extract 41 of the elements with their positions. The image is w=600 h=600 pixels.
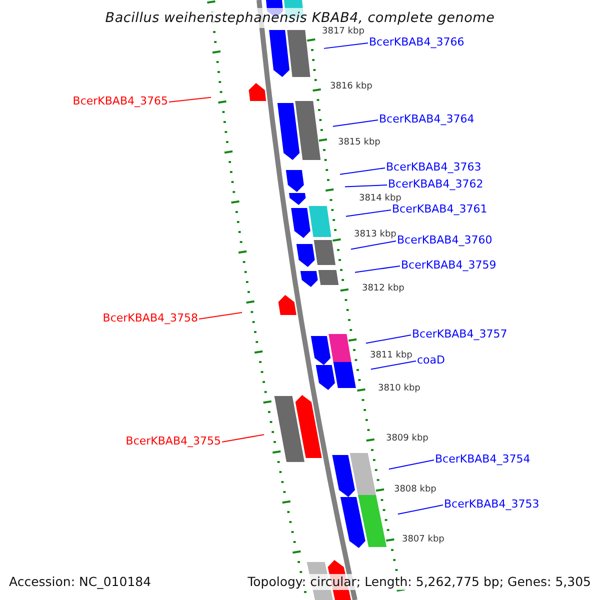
tick-label: 3813 kbp xyxy=(354,230,396,241)
gene-label: BcerKBAB4_3754 xyxy=(435,452,530,466)
gene-label: BcerKBAB4_3757 xyxy=(412,328,508,340)
accession-text: Accession: NC_010184 xyxy=(9,574,152,590)
tick-label: 3807 kbp xyxy=(402,534,444,546)
leader-line xyxy=(168,96,212,102)
gene-label: BcerKBAB4_3765 xyxy=(72,94,168,108)
tick-label: 3817 kbp xyxy=(322,26,364,38)
tick-label: 3816 kbp xyxy=(330,82,372,93)
leader-line xyxy=(350,240,396,250)
leader-line xyxy=(198,312,243,320)
gene-label: BcerKBAB4_3755 xyxy=(126,434,221,448)
tick-label: 3814 kbp xyxy=(358,193,402,204)
gene-label: BcerKBAB4_3758 xyxy=(102,312,198,324)
gene-label: BcerKBAB4_3760 xyxy=(397,234,492,246)
tick-label: 3815 kbp xyxy=(338,137,380,148)
leader-line xyxy=(354,266,400,273)
gene-label: BcerKBAB4_3761 xyxy=(392,202,488,216)
genome-stats-text: Topology: circular; Length: 5,262,775 bp; Genes: 5,305 xyxy=(248,574,591,590)
tick-label: 3808 kbp xyxy=(394,484,436,496)
tick-label: 3810 kbp xyxy=(378,384,420,395)
gene-label: BcerKBAB4_3753 xyxy=(444,498,540,510)
leader-line xyxy=(339,168,386,175)
tick-label: 3809 kbp xyxy=(386,434,428,445)
leader-line xyxy=(222,434,265,442)
leader-line xyxy=(388,460,434,470)
gene-label: BcerKBAB4_3762 xyxy=(388,178,484,190)
gene-label: BcerKBAB4_3764 xyxy=(379,112,474,126)
gene-label: BcerKBAB4_3763 xyxy=(386,160,482,174)
leader-line xyxy=(344,184,388,188)
leader-line xyxy=(365,334,412,344)
gene-label: coaD xyxy=(417,354,445,366)
leader-line xyxy=(323,42,368,49)
tick-label: 3811 kbp xyxy=(370,350,412,362)
gene-label: BcerKBAB4_3766 xyxy=(369,36,464,48)
leader-line xyxy=(397,504,444,515)
leader-line xyxy=(345,210,392,217)
gene-label: BcerKBAB4_3759 xyxy=(401,258,496,272)
tick-label: 3812 kbp xyxy=(362,283,404,294)
leader-line xyxy=(370,360,416,370)
leader-line xyxy=(332,120,378,127)
